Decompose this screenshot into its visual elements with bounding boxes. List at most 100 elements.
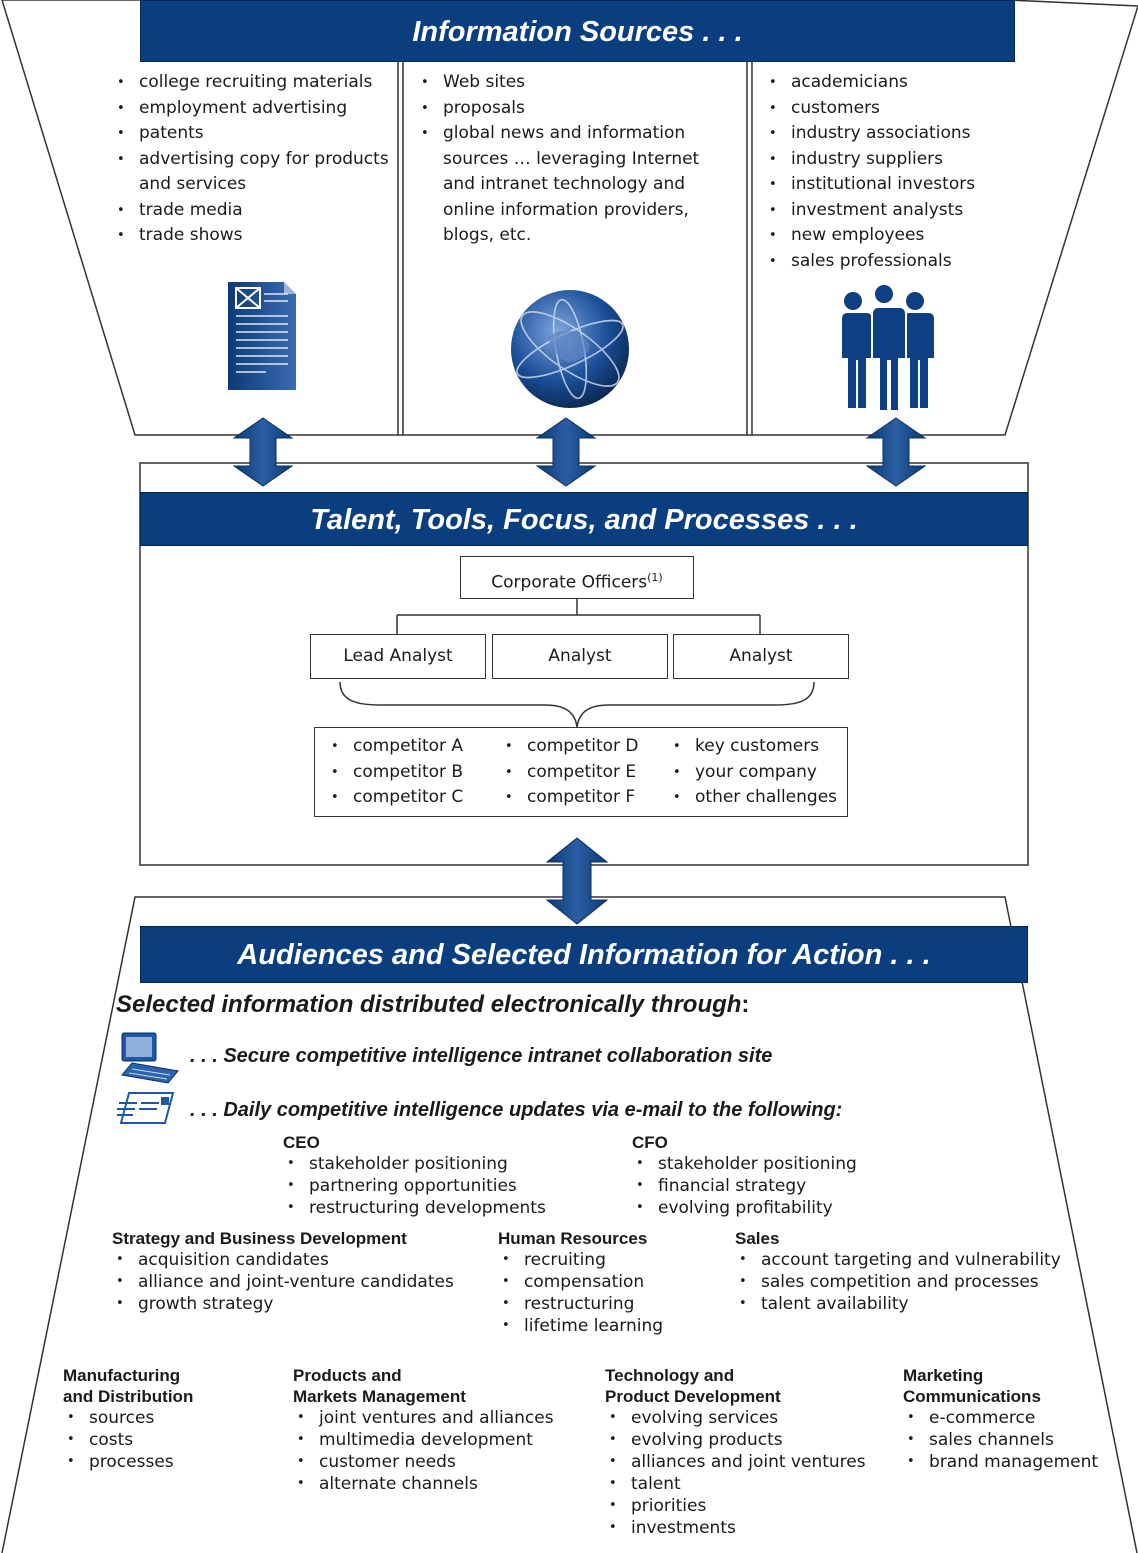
analyst-label-2: Analyst (729, 646, 793, 666)
analyst-label-1: Analyst (548, 646, 612, 666)
list-item: alternate channels (293, 1473, 593, 1495)
talent-title: Talent, Tools, Focus, and Processes . . … (310, 504, 858, 536)
list-item: multimedia development (293, 1429, 593, 1451)
double-arrow-right (865, 417, 927, 487)
document-icon (228, 282, 296, 390)
source-item: investment analysts (765, 198, 1025, 224)
group-manufacturing-title-2: and Distribution (63, 1387, 194, 1406)
group-hr-title: Human Resources (498, 1229, 648, 1248)
source-item: institutional investors (765, 172, 1025, 198)
double-arrow-bottom (545, 837, 609, 925)
target-item: your company (669, 760, 847, 786)
source-item: employment advertising (113, 96, 393, 122)
targets-col-1: competitor Acompetitor Bcompetitor C (327, 734, 497, 811)
list-item: evolving services (605, 1407, 905, 1429)
group-cfo-title: CFO (632, 1133, 668, 1152)
information-sources-title: Information Sources . . . (412, 16, 743, 48)
lead-analyst-box: Lead Analyst (310, 634, 486, 679)
target-item: key customers (669, 734, 847, 760)
target-item: other challenges (669, 785, 847, 811)
source-item: Web sites (417, 70, 727, 96)
source-list-right: academicianscustomersindustry associatio… (765, 70, 1025, 274)
list-item: processes (63, 1451, 283, 1473)
list-item: growth strategy (112, 1293, 492, 1315)
corporate-officers-label: Corporate Officers (491, 572, 648, 593)
list-item: alliance and joint-venture candidates (112, 1271, 492, 1293)
source-item: trade shows (113, 223, 393, 249)
information-sources-banner: Information Sources . . . (140, 0, 1015, 62)
list-item: stakeholder positioning (632, 1153, 952, 1175)
source-list-left: college recruiting materialsemployment a… (113, 70, 393, 249)
group-technology-title-1: Technology and (605, 1366, 735, 1385)
list-item: partnering opportunities (283, 1175, 603, 1197)
group-cfo: CFO stakeholder positioningfinancial str… (632, 1132, 952, 1219)
group-strategy: Strategy and Business Development acquis… (112, 1228, 492, 1315)
group-marketing-list: e-commercesales channelsbrand management (903, 1407, 1133, 1473)
list-item: joint ventures and alliances (293, 1407, 593, 1429)
analyst-box-2: Analyst (673, 634, 849, 679)
group-hr-list: recruitingcompensationrestructuringlifet… (498, 1249, 718, 1337)
double-arrow-middle (535, 417, 597, 487)
list-item: evolving profitability (632, 1197, 952, 1219)
list-item: investments (605, 1517, 905, 1539)
group-sales-title: Sales (735, 1229, 780, 1248)
group-sales: Sales account targeting and vulnerabilit… (735, 1228, 1095, 1315)
source-item: patents (113, 121, 393, 147)
people-icon (839, 283, 934, 412)
group-ceo: CEO stakeholder positioningpartnering op… (283, 1132, 603, 1219)
source-item: academicians (765, 70, 1025, 96)
list-item: stakeholder positioning (283, 1153, 603, 1175)
group-technology-title-2: Product Development (605, 1387, 781, 1406)
group-products-title-2: Markets Management (293, 1387, 466, 1406)
target-item: competitor D (501, 734, 671, 760)
distributed-text: Selected information distributed electro… (116, 991, 742, 1018)
audiences-title: Audiences and Selected Information for A… (237, 939, 931, 971)
distributed-heading: Selected information distributed electro… (116, 988, 749, 1022)
email-icon (117, 1092, 175, 1124)
audiences-banner: Audiences and Selected Information for A… (140, 926, 1028, 983)
group-manufacturing-title-1: Manufacturing (63, 1366, 181, 1385)
list-item: restructuring (498, 1293, 718, 1315)
analyst-box-1: Analyst (492, 634, 668, 679)
list-item: costs (63, 1429, 283, 1451)
list-item: lifetime learning (498, 1315, 718, 1337)
target-item: competitor F (501, 785, 671, 811)
list-item: sales competition and processes (735, 1271, 1095, 1293)
distributed-colon: : (741, 991, 750, 1018)
group-ceo-title: CEO (283, 1133, 320, 1152)
group-strategy-title: Strategy and Business Development (112, 1229, 407, 1248)
list-item: talent (605, 1473, 905, 1495)
group-strategy-list: acquisition candidatesalliance and joint… (112, 1249, 492, 1315)
footnote-marker: (1) (647, 571, 663, 584)
globe-icon (511, 290, 629, 408)
target-item: competitor E (501, 760, 671, 786)
target-item: competitor C (327, 785, 497, 811)
list-item: recruiting (498, 1249, 718, 1271)
group-hr: Human Resources recruitingcompensationre… (498, 1228, 718, 1337)
channel-intranet: . . . Secure competitive intelligence in… (190, 1045, 773, 1067)
group-technology-list: evolving servicesevolving productsallian… (605, 1407, 905, 1539)
list-item: customer needs (293, 1451, 593, 1473)
source-item: proposals (417, 96, 727, 122)
list-item: priorities (605, 1495, 905, 1517)
targets-col-2: competitor Dcompetitor Ecompetitor F (501, 734, 671, 811)
group-technology: Technology and Product Development evolv… (605, 1365, 905, 1539)
target-item: competitor A (327, 734, 497, 760)
source-item: industry suppliers (765, 147, 1025, 173)
group-marketing-title-1: Marketing (903, 1366, 984, 1385)
group-manufacturing-list: sourcescostsprocesses (63, 1407, 283, 1473)
group-products-title-1: Products and (293, 1366, 402, 1385)
list-item: sources (63, 1407, 283, 1429)
list-item: talent availability (735, 1293, 1095, 1315)
source-item: trade media (113, 198, 393, 224)
list-item: acquisition candidates (112, 1249, 492, 1271)
group-manufacturing: Manufacturing and Distribution sourcesco… (63, 1365, 283, 1473)
corporate-officers-box: Corporate Officers(1) (460, 556, 694, 599)
list-item: brand management (903, 1451, 1133, 1473)
source-item: advertising copy for products and servic… (113, 147, 393, 198)
group-ceo-list: stakeholder positioningpartnering opport… (283, 1153, 603, 1219)
source-item: sales professionals (765, 249, 1025, 275)
source-item: global news and information sources … le… (417, 121, 727, 249)
group-cfo-list: stakeholder positioningfinancial strateg… (632, 1153, 952, 1219)
list-item: restructuring developments (283, 1197, 603, 1219)
